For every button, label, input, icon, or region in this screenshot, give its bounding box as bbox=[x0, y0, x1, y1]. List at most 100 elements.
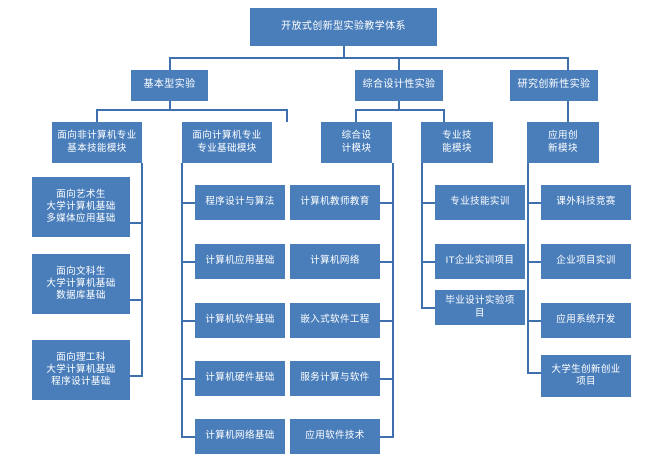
connector-col4-stub-1 bbox=[421, 202, 435, 204]
node-col2-item-3[interactable]: 计算机软件基础 bbox=[195, 303, 285, 338]
node-col1-item-2-line3: 数据库基础 bbox=[56, 290, 106, 302]
connector-col5-stub-4 bbox=[527, 372, 541, 374]
node-col5-item-3-line1: 应用系统开发 bbox=[556, 314, 616, 326]
node-level3-professional-skill-module-line1: 专业技 bbox=[442, 130, 472, 142]
connector-col3-stub-4 bbox=[380, 378, 394, 380]
connector-col3-stub-2 bbox=[380, 261, 394, 263]
connector-col5-stub-1 bbox=[527, 202, 541, 204]
node-col5-item-2[interactable]: 企业项目实训 bbox=[541, 244, 631, 279]
connector-col2-trunk bbox=[181, 163, 183, 437]
node-col1-item-3-line3: 程序设计基础 bbox=[51, 376, 111, 388]
connector-col3-stub-3 bbox=[380, 320, 394, 322]
node-col3-item-2-line1: 计算机网络 bbox=[310, 255, 360, 267]
node-level2-basic[interactable]: 基本型实验 bbox=[131, 70, 208, 101]
node-col1-item-2-line2: 大学计算机基础 bbox=[46, 277, 116, 289]
node-level3-cs-professional-base[interactable]: 面向计算机专业 专业基础模块 bbox=[182, 122, 272, 163]
connector-l2a-stem bbox=[169, 100, 171, 110]
connector-col2-stub-5 bbox=[181, 436, 195, 438]
node-col2-item-4-line1: 计算机硬件基础 bbox=[205, 372, 275, 384]
node-root[interactable]: 开放式创新型实验教学体系 bbox=[250, 8, 437, 46]
node-level3-application-innovation-module-line2: 新模块 bbox=[548, 142, 578, 154]
node-col1-item-2[interactable]: 面向文科生 大学计算机基础 数据库基础 bbox=[32, 254, 130, 314]
node-col2-item-4[interactable]: 计算机硬件基础 bbox=[195, 361, 285, 396]
connector-col5-trunk bbox=[527, 163, 529, 374]
connector-col1-stub-1 bbox=[130, 222, 143, 224]
connector-col5-stub-3 bbox=[527, 320, 541, 322]
connector-l2b-drop-1 bbox=[355, 109, 357, 122]
node-col4-item-1[interactable]: 专业技能实训 bbox=[435, 185, 525, 220]
connector-l2a-drop-2 bbox=[286, 109, 288, 122]
connector-level2-drop-1 bbox=[169, 57, 171, 70]
node-col5-item-4-line2: 项目 bbox=[576, 376, 596, 387]
node-col1-item-1-line1: 面向艺术生 bbox=[56, 188, 106, 200]
connector-l2a-drop-1 bbox=[96, 109, 98, 122]
node-col3-item-4[interactable]: 服务计算与软件 bbox=[290, 361, 380, 396]
connector-col4-stub-2 bbox=[421, 261, 435, 263]
node-col4-item-2-line1: IT企业实训项目 bbox=[445, 255, 515, 267]
connector-col2-stub-4 bbox=[181, 378, 195, 380]
connector-l2c-stem bbox=[567, 100, 569, 122]
connector-col1-trunk bbox=[141, 163, 143, 377]
node-level2-research[interactable]: 研究创新性实验 bbox=[510, 70, 598, 101]
node-level3-noncs-basic-skill[interactable]: 面向非计算机专业 基本技能模块 bbox=[52, 122, 142, 163]
node-level3-comprehensive-design-module[interactable]: 综合设 计模块 bbox=[321, 122, 392, 163]
node-level3-comprehensive-design-module-line1: 综合设 bbox=[341, 130, 372, 142]
connector-col3-trunk bbox=[392, 163, 394, 437]
node-col2-item-5[interactable]: 计算机网络基础 bbox=[195, 419, 285, 454]
node-level3-application-innovation-module[interactable]: 应用创 新模块 bbox=[527, 122, 599, 163]
node-col3-item-3-line1: 嵌入式软件工程 bbox=[300, 314, 370, 326]
connector-col4-trunk bbox=[421, 163, 423, 309]
connector-level2-drop-3 bbox=[567, 57, 569, 70]
node-col2-item-1-line1: 程序设计与算法 bbox=[205, 196, 275, 208]
connector-col2-stub-3 bbox=[181, 320, 195, 322]
node-level3-noncs-basic-skill-line2: 基本技能模块 bbox=[67, 142, 127, 154]
node-col1-item-3-line1: 面向理工科 bbox=[56, 351, 106, 363]
node-level2-comprehensive[interactable]: 综合设计性实验 bbox=[355, 70, 443, 101]
node-col1-item-3[interactable]: 面向理工科 大学计算机基础 程序设计基础 bbox=[32, 340, 130, 400]
node-level3-application-innovation-module-line1: 应用创 bbox=[548, 130, 578, 142]
connector-col2-stub-2 bbox=[181, 261, 195, 263]
node-level3-cs-professional-base-line1: 面向计算机专业 bbox=[192, 130, 262, 142]
connector-level2-drop-2 bbox=[398, 57, 400, 70]
connector-l2b-bus bbox=[355, 109, 445, 111]
node-col5-item-4[interactable]: 大学生创新创业 项目 bbox=[541, 355, 631, 397]
node-col2-item-1[interactable]: 程序设计与算法 bbox=[195, 185, 285, 220]
node-level2-research-label: 研究创新性实验 bbox=[517, 79, 591, 91]
node-col5-item-1[interactable]: 课外科技竞赛 bbox=[541, 185, 631, 220]
node-col1-item-1-line3: 多媒体应用基础 bbox=[46, 213, 116, 225]
node-col3-item-2[interactable]: 计算机网络 bbox=[290, 244, 380, 279]
connector-col1-stub-2 bbox=[130, 299, 143, 301]
connector-col2-stub-1 bbox=[181, 202, 195, 204]
node-level3-professional-skill-module-line2: 能模块 bbox=[442, 142, 472, 154]
node-col4-item-1-line1: 专业技能实训 bbox=[450, 196, 510, 208]
connector-col1-stub-3 bbox=[130, 375, 143, 377]
node-level3-professional-skill-module[interactable]: 专业技 能模块 bbox=[421, 122, 493, 163]
node-col3-item-5[interactable]: 应用软件技术 bbox=[290, 419, 380, 454]
node-col1-item-1[interactable]: 面向艺术生 大学计算机基础 多媒体应用基础 bbox=[32, 177, 130, 237]
connector-col3-stub-5 bbox=[380, 436, 394, 438]
connector-col4-stub-3 bbox=[421, 307, 435, 309]
node-col5-item-1-line1: 课外科技竞赛 bbox=[556, 196, 616, 208]
node-col5-item-3[interactable]: 应用系统开发 bbox=[541, 303, 631, 338]
node-col5-item-4-line1: 大学生创新创业 bbox=[551, 363, 621, 375]
node-col3-item-4-line1: 服务计算与软件 bbox=[300, 372, 370, 384]
node-col4-item-3[interactable]: 毕业设计实验项 目 bbox=[435, 290, 525, 325]
node-col2-item-5-line1: 计算机网络基础 bbox=[205, 430, 275, 442]
node-col2-item-2[interactable]: 计算机应用基础 bbox=[195, 244, 285, 279]
connector-col3-stub-1 bbox=[380, 202, 394, 204]
node-col3-item-5-line1: 应用软件技术 bbox=[305, 430, 365, 442]
node-col3-item-3[interactable]: 嵌入式软件工程 bbox=[290, 303, 380, 338]
node-level3-comprehensive-design-module-line2: 计模块 bbox=[341, 142, 372, 154]
node-col3-item-1[interactable]: 计算机教师教育 bbox=[290, 185, 380, 220]
node-col1-item-1-line2: 大学计算机基础 bbox=[46, 200, 116, 212]
node-col1-item-2-line1: 面向文科生 bbox=[56, 265, 106, 277]
connector-l2a-bus bbox=[96, 109, 288, 111]
connector-root-stem bbox=[343, 46, 345, 58]
connector-l2b-stem bbox=[398, 100, 400, 110]
node-col4-item-3-line1: 毕业设计实验项 bbox=[445, 295, 515, 307]
connector-col5-stub-2 bbox=[527, 261, 541, 263]
node-level3-cs-professional-base-line2: 专业基础模块 bbox=[197, 142, 257, 154]
node-col4-item-2[interactable]: IT企业实训项目 bbox=[435, 244, 525, 279]
node-col3-item-1-line1: 计算机教师教育 bbox=[300, 196, 370, 208]
